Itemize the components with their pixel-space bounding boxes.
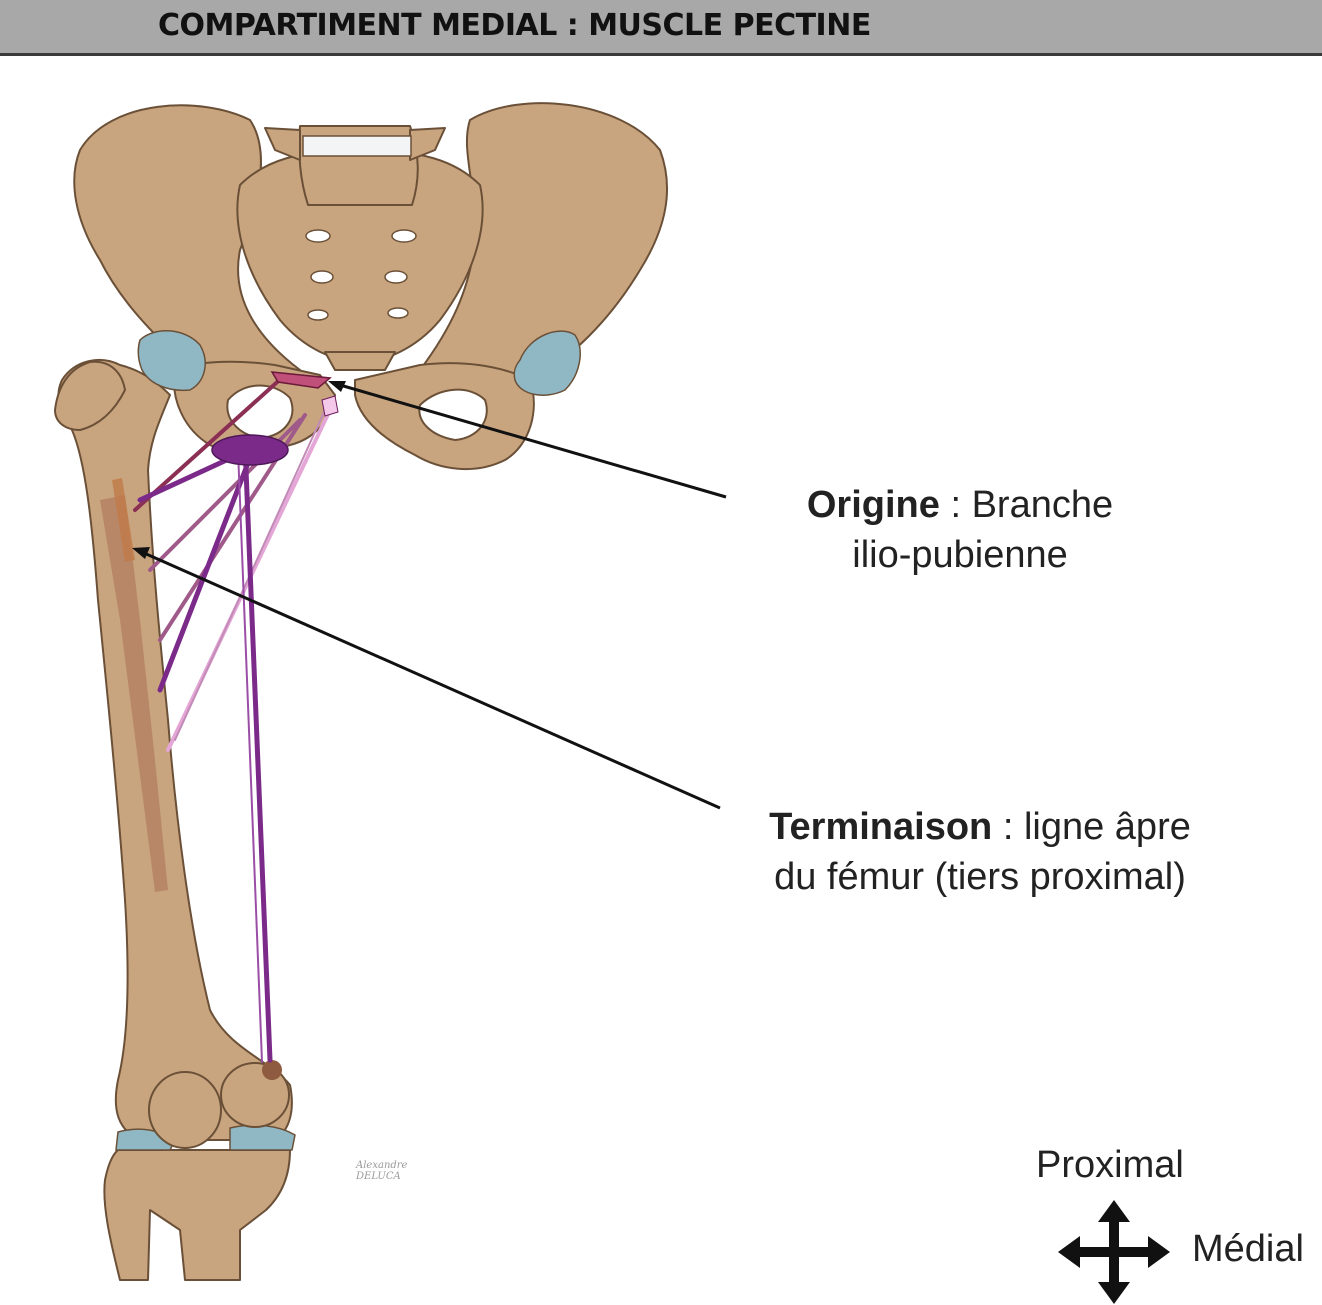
- coccyx: [324, 351, 396, 371]
- orientation-proximal-label: Proximal: [1036, 1144, 1184, 1186]
- terminaison-desc-line2: du fémur (tiers proximal): [774, 856, 1186, 898]
- terminaison-label: Terminaison : ligne âpre du fémur (tiers…: [769, 806, 1191, 898]
- terminaison-desc-line1: ligne âpre: [1023, 806, 1191, 848]
- orientation-medial-label: Médial: [1192, 1228, 1304, 1270]
- page-title: COMPARTIMENT MEDIAL : MUSCLE PECTINE: [158, 8, 871, 43]
- terminaison-term: Terminaison: [769, 806, 993, 848]
- knee-cartilage-right: [229, 1124, 296, 1151]
- vertebra-process-left: [264, 127, 301, 161]
- vertebra-process-right: [409, 127, 446, 161]
- pelvis-femur-illustration: [54, 102, 727, 1281]
- origine-desc-line2: ilio-pubienne: [852, 534, 1068, 576]
- left-acetabulum-cartilage: [137, 329, 206, 392]
- greater-trochanter: [54, 360, 126, 431]
- artist-signature: Alexandre DELUCA: [356, 1160, 408, 1182]
- orientation-arrows-icon: [1058, 1200, 1170, 1304]
- origine-term: Origine: [806, 484, 940, 526]
- origine-desc-line1: Branche: [971, 484, 1114, 526]
- title-bar: COMPARTIMENT MEDIAL : MUSCLE PECTINE: [0, 0, 1322, 56]
- tibia: [103, 1149, 291, 1281]
- right-acetabulum-cartilage: [513, 330, 581, 396]
- origine-label: Origine : Branche ilio-pubienne: [806, 484, 1114, 576]
- left-iliac-wing: [73, 104, 301, 396]
